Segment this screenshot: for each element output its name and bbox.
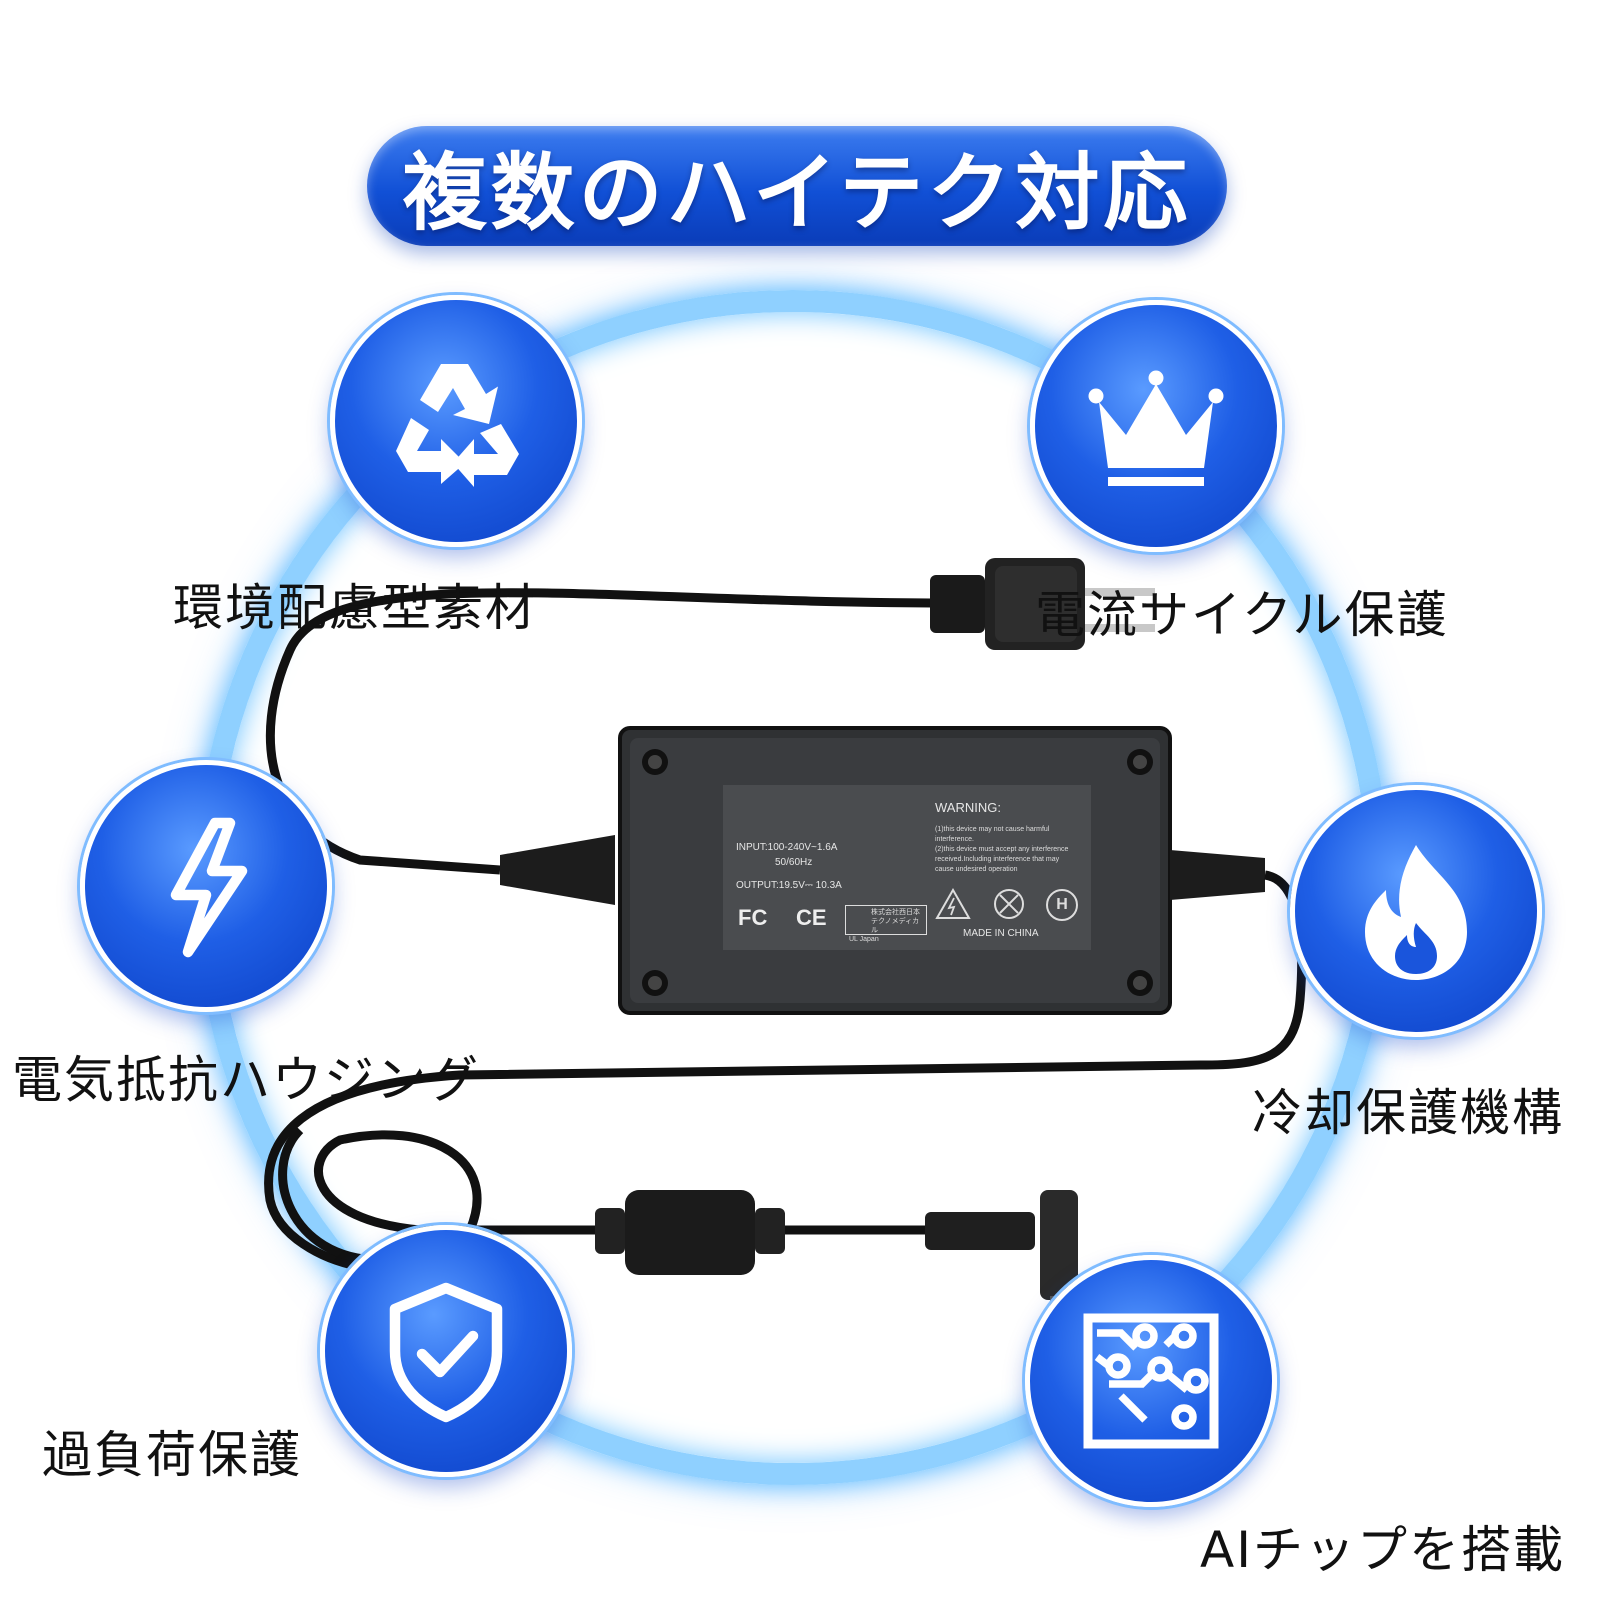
recycle-icon <box>396 364 519 487</box>
warning-line: (2)this device must accept any interfere… <box>935 846 1069 853</box>
label-ce: CE <box>796 905 827 930</box>
label-ul-box: 株式会社西日本 テクノメディカル UL Japan <box>845 905 927 943</box>
crown-badge <box>1030 300 1282 552</box>
label-input-freq: 50/60Hz <box>775 857 813 868</box>
warning-line: cause undesired operation <box>935 866 1018 873</box>
label-warning-text: (1)this device may not cause harmful int… <box>935 825 1068 875</box>
lightning-icon <box>170 817 248 958</box>
warning-line: interference. <box>935 836 974 843</box>
title-banner: 複数のハイテク対応 <box>367 126 1227 246</box>
feature-label-eco-material: 環境配慮型素材 <box>173 579 537 637</box>
feature-label-overload: 過負荷保護 <box>42 1426 302 1484</box>
ul-mark: UL Japan <box>849 936 879 943</box>
ai-chip-badge <box>1025 1255 1277 1507</box>
label-warning: WARNING: <box>935 800 1001 815</box>
shield-check-icon <box>389 1282 503 1423</box>
ai-chip-icon <box>1083 1313 1219 1449</box>
recycle-badge <box>330 295 582 547</box>
label-fc: FC <box>738 905 768 930</box>
ul-company-line: 株式会社西日本 <box>871 909 920 916</box>
feature-label-resistance-housing: 電気抵抗ハウジング <box>12 1051 480 1109</box>
dc-connector <box>1040 1190 1078 1300</box>
lightning-badge <box>80 760 332 1012</box>
flame-icon <box>1365 845 1467 980</box>
page-title: 複数のハイテク対応 <box>402 143 1192 242</box>
crown-icon <box>1088 370 1224 486</box>
ferrite-core <box>625 1190 755 1275</box>
flame-badge <box>1290 785 1542 1037</box>
ul-company-line: テクノメディカル <box>871 918 920 934</box>
ac-plug <box>930 558 1155 650</box>
adapter-label <box>723 785 1091 950</box>
feature-label-cooling: 冷却保護機構 <box>1252 1084 1564 1142</box>
label-made-in: MADE IN CHINA <box>963 928 1039 939</box>
warning-line: received.Including interference that may <box>935 856 1060 863</box>
hazard-icon <box>935 888 971 919</box>
feature-label-ai-chip: AIチップを搭載 <box>1200 1521 1565 1579</box>
no-disposal-icon <box>994 889 1024 919</box>
warning-line: (1)this device may not cause harmful <box>935 826 1050 833</box>
dc-cable <box>264 870 1307 1275</box>
h-mark-text: H <box>1056 896 1068 913</box>
label-input: INPUT:100-240V~1.6A <box>736 842 838 853</box>
h-mark-badge: H <box>1046 889 1078 921</box>
feature-label-current-cycle: 電流サイクル保護 <box>1035 586 1449 644</box>
shield-badge <box>320 1225 572 1477</box>
label-output: OUTPUT:19.5V⎓ 10.3A <box>736 880 842 891</box>
